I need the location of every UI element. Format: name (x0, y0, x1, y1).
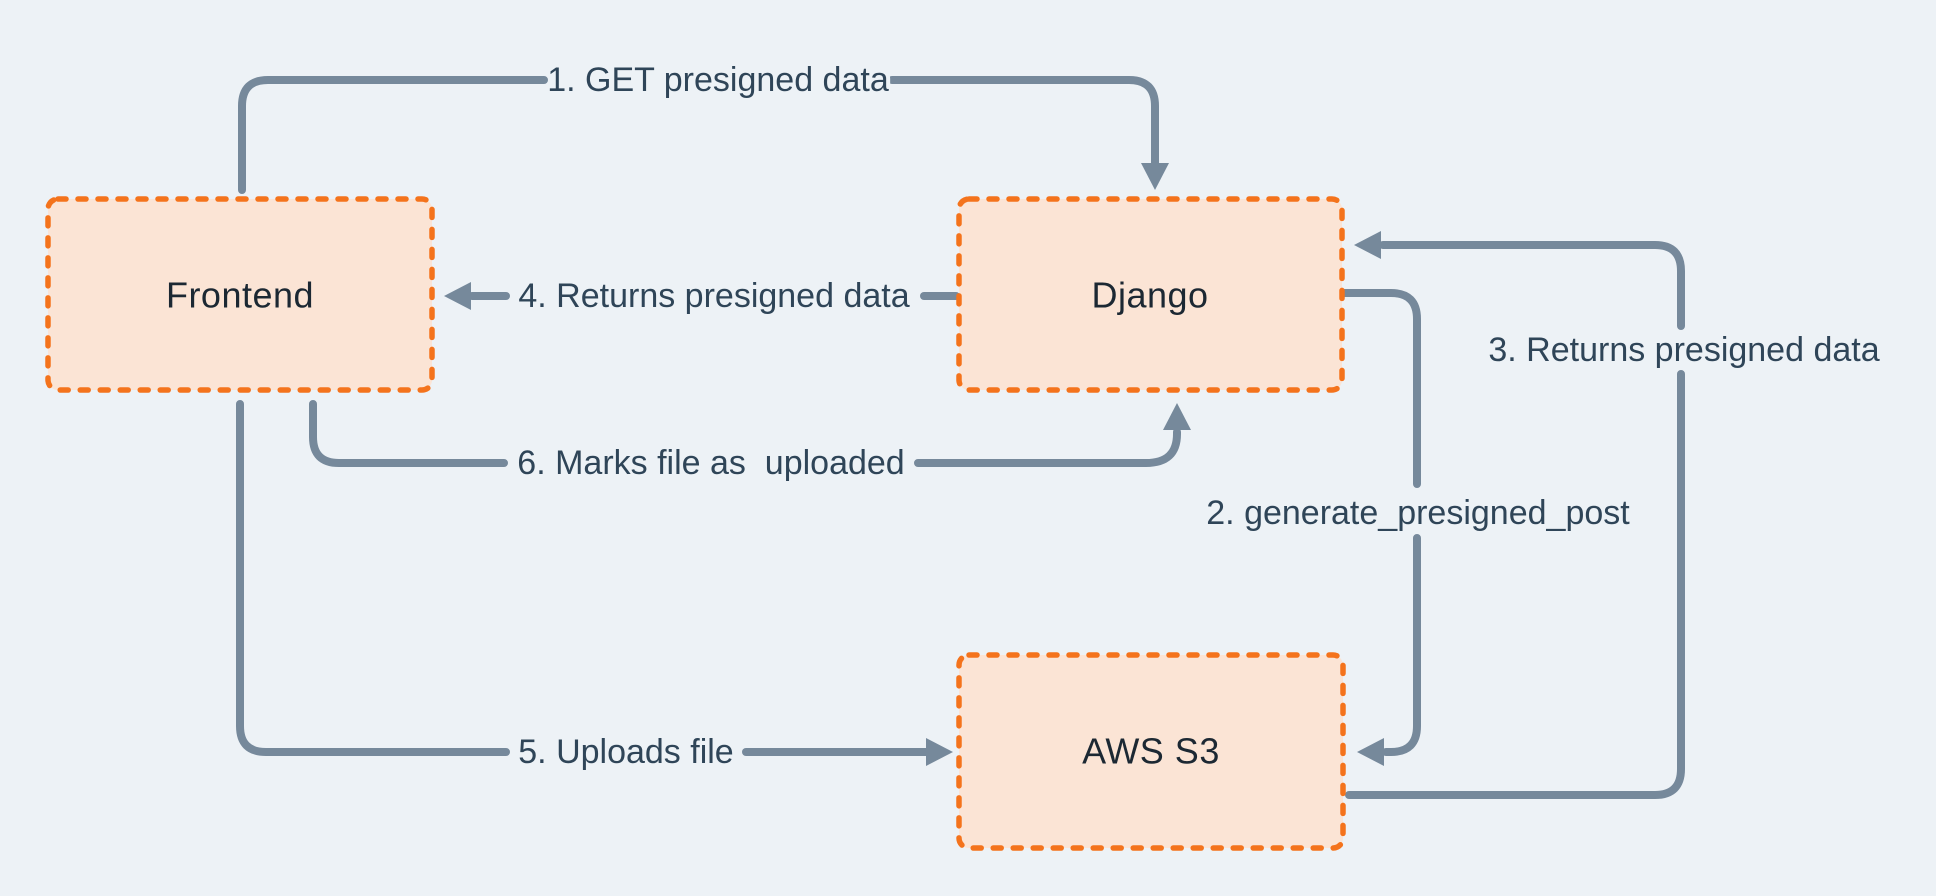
arrow-4-arrowhead (444, 282, 471, 310)
arrow-3-returns-presigned-data: 3. Returns presigned data (1345, 231, 1884, 799)
arrow-5-label: 5. Uploads file (518, 733, 733, 771)
django-node-label: Django (1091, 275, 1208, 316)
frontend-node: Frontend (45, 196, 435, 393)
arrow-1-label: 1. GET presigned data (547, 61, 889, 99)
frontend-node-label: Frontend (166, 275, 314, 316)
arrow-6-marks-file-uploaded: 6. Marks file as uploaded (309, 400, 1191, 486)
arrow-6-line-left (309, 400, 508, 467)
frontend-node-box (45, 196, 435, 393)
django-node-box (956, 196, 1345, 393)
arrow-1-get-presigned-data: 1. GET presigned data (238, 57, 1169, 194)
arrow-3-line-top (1379, 241, 1685, 330)
arrow-3-line-bottom (1345, 370, 1685, 799)
arrow-2-generate-presigned-post: 2. generate_presigned_post (1202, 289, 1634, 766)
arrow-6-arrowhead (1163, 403, 1191, 430)
arrow-6-label: 6. Marks file as uploaded (517, 444, 904, 482)
arrow-4-returns-presigned-data: 4. Returns presigned data (444, 273, 960, 319)
aws-s3-node-box (956, 652, 1346, 851)
arrow-2-line-top (1339, 289, 1421, 488)
arrow-3-arrowhead (1354, 231, 1381, 259)
arrow-2-label: 2. generate_presigned_post (1206, 494, 1630, 532)
arrow-3-label: 3. Returns presigned data (1488, 331, 1879, 369)
arrow-5-line-left (236, 400, 510, 756)
arrow-1-line-left (238, 76, 548, 194)
arrow-5-arrowhead (926, 738, 953, 766)
django-node: Django (956, 196, 1345, 393)
arrow-6-line-right (914, 428, 1181, 467)
arrow-2-line-bottom (1382, 534, 1421, 756)
arrow-4-label: 4. Returns presigned data (518, 277, 909, 315)
arrow-1-line-right (888, 76, 1159, 169)
arrow-5-uploads-file: 5. Uploads file (236, 400, 953, 775)
aws-s3-node-label: AWS S3 (1082, 731, 1220, 772)
arrow-2-arrowhead (1357, 738, 1384, 766)
arrow-1-arrowhead (1141, 163, 1169, 190)
aws-s3-node: AWS S3 (956, 652, 1346, 851)
